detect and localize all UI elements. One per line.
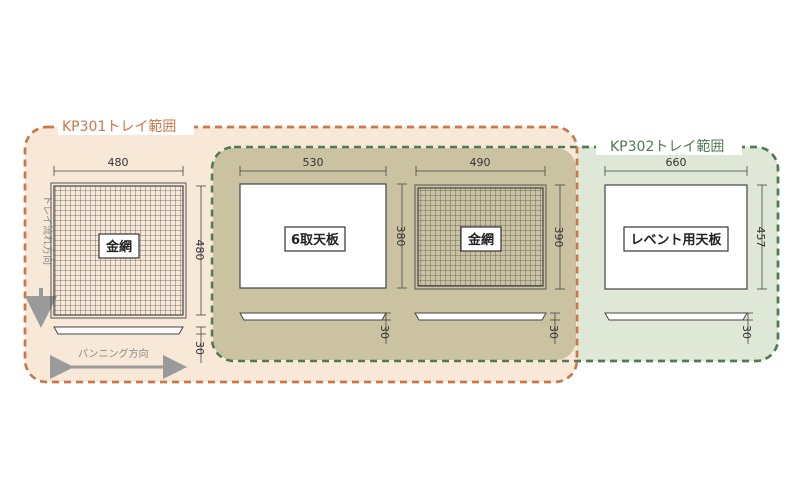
tray-2-plate: 530 6取天板 380 30: [239, 156, 407, 344]
tray-4-label: レベント用天板: [630, 232, 722, 248]
tray-4-plate: 660 レベント用天板 457 30: [604, 156, 767, 344]
tray-1-side-profile: [53, 326, 184, 335]
tray-2-height-dim: 380: [394, 226, 407, 247]
tray-4-side-profile: [604, 312, 748, 321]
tray-4-depth-dim: 30: [740, 325, 753, 339]
tray-2-depth-dim: 30: [378, 325, 391, 339]
tray-1-depth-dim: 30: [193, 341, 206, 355]
tray-3-depth-dim: 30: [547, 325, 560, 339]
tray-3-wire-mesh: 490 金網 390 30: [414, 156, 565, 344]
tray-4-height-dim: 457: [754, 227, 767, 248]
tray-1-wire-mesh: 480 金網 480 30: [50, 156, 206, 363]
punching-direction-label: パンニング方向: [78, 347, 149, 360]
tray-3-width-dim: 490: [470, 156, 491, 169]
tray-3-label: 金網: [467, 232, 494, 248]
punching-direction: パンニング方向: [50, 347, 187, 379]
tray-3-height-dim: 390: [552, 227, 565, 248]
tray-4-width-dim: 660: [666, 156, 687, 169]
tray-1-label: 金網: [105, 239, 132, 255]
tray-2-label: 6取天板: [291, 232, 340, 248]
tray-1-width-dim: 480: [108, 156, 129, 169]
tray-3-side-profile: [414, 312, 547, 321]
tray-1-height-dim: 480: [193, 240, 206, 261]
kp302-range-title: KP302トレイ範囲: [610, 138, 724, 155]
tray-2-side-profile: [239, 312, 387, 321]
tray-2-width-dim: 530: [303, 156, 324, 169]
kp301-range-title: KP301トレイ範囲: [62, 118, 176, 135]
flow-direction-label: トレイ流れ方向: [41, 195, 54, 265]
